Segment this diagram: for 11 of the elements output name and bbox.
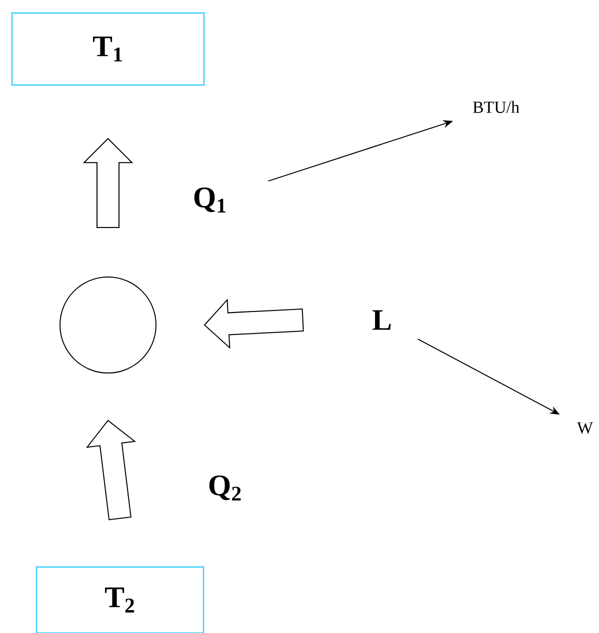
edge-label: Q$_{2}$ (209, 475, 241, 501)
machine-circle (60, 276, 156, 374)
block-arrow (204, 298, 304, 349)
work-label: L (372, 310, 391, 330)
temperature-box: T$_{2}$ (36, 566, 204, 633)
unit-label: BTU/h (472, 101, 520, 113)
block-arrow (82, 138, 134, 228)
unit-label: W (577, 422, 593, 434)
heat-label: Q$_{1}$ (194, 187, 226, 213)
block-arrow (86, 420, 136, 520)
temperature-box: T$_{1}$ (11, 12, 205, 86)
